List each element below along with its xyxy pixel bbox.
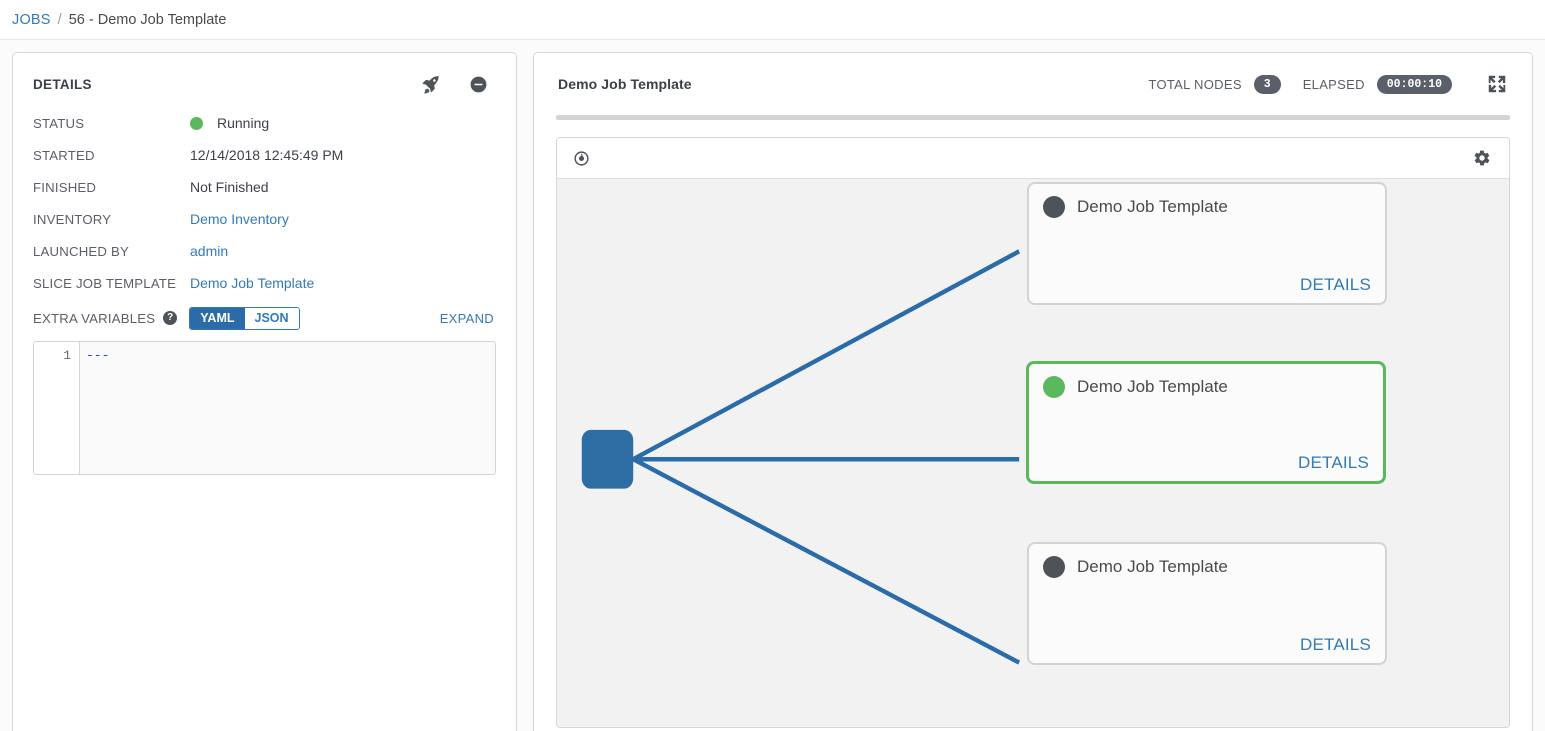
details-row-started: STARTED 12/14/2018 12:45:49 PM: [33, 139, 496, 171]
workflow-node-card[interactable]: Demo Job Template DETAILS: [1026, 361, 1386, 484]
format-toggle[interactable]: YAML JSON: [189, 306, 300, 330]
workflow-meta: TOTAL NODES 3 ELAPSED 00:00:10: [1148, 73, 1508, 95]
node-status-dot: [1043, 376, 1065, 398]
node-header: Demo Job Template: [1043, 556, 1371, 578]
details-link-inventory[interactable]: Demo Inventory: [190, 211, 289, 227]
page-body: DETAILS STATUS: [0, 40, 1545, 731]
workflow-graph-canvas[interactable]: Demo Job Template DETAILS Demo Job Templ…: [557, 179, 1509, 727]
extra-variables-editor[interactable]: 1 ---: [33, 341, 496, 475]
details-label-slice-job-template: SLICE JOB TEMPLATE: [33, 275, 177, 291]
details-value-started: 12/14/2018 12:45:49 PM: [190, 147, 344, 163]
details-panel: DETAILS STATUS: [12, 52, 517, 731]
details-title: DETAILS: [33, 76, 92, 92]
node-status-dot: [1043, 556, 1065, 578]
workflow-title: Demo Job Template: [558, 76, 692, 92]
expand-arrows-icon[interactable]: [1486, 73, 1508, 95]
extra-variables-label: EXTRA VARIABLES: [33, 310, 156, 326]
minus-circle-icon[interactable]: [469, 75, 488, 94]
editor-gutter: 1: [34, 342, 80, 474]
details-row-inventory: INVENTORY Demo Inventory: [33, 203, 496, 235]
workflow-graph-container: Demo Job Template DETAILS Demo Job Templ…: [556, 137, 1510, 728]
breadcrumb-separator: /: [57, 11, 62, 28]
details-label-status: STATUS: [33, 115, 85, 131]
details-value-finished: Not Finished: [190, 179, 269, 195]
status-dot: [190, 116, 203, 130]
workflow-progress-bar: [556, 115, 1510, 120]
status-text: Running: [217, 115, 270, 131]
compass-icon[interactable]: [573, 150, 590, 167]
details-link-slice-job-template[interactable]: Demo Job Template: [190, 275, 315, 291]
breadcrumb-current: 56 - Demo Job Template: [68, 11, 227, 28]
node-header: Demo Job Template: [1043, 196, 1371, 218]
details-row-finished: FINISHED Not Finished: [33, 171, 496, 203]
graph-toolbar: [557, 138, 1509, 179]
breadcrumb-link-jobs[interactable]: JOBS: [12, 11, 51, 28]
details-row-slice-job-template: SLICE JOB TEMPLATE Demo Job Template: [33, 267, 496, 299]
expand-link[interactable]: EXPAND: [439, 310, 494, 326]
breadcrumb: JOBS / 56 - Demo Job Template: [0, 0, 1545, 40]
extra-variables-row: EXTRA VARIABLES ? YAML JSON EXPAND: [33, 301, 496, 335]
node-details-link[interactable]: DETAILS: [1300, 275, 1371, 294]
workflow-node-card[interactable]: Demo Job Template DETAILS: [1027, 182, 1387, 305]
workflow-header: Demo Job Template TOTAL NODES 3 ELAPSED …: [534, 53, 1532, 115]
toggle-yaml[interactable]: YAML: [190, 307, 245, 329]
toggle-json[interactable]: JSON: [244, 307, 299, 329]
node-details-link[interactable]: DETAILS: [1300, 635, 1371, 654]
elapsed-label: ELAPSED: [1302, 76, 1365, 92]
details-row-launched-by: LAUNCHED BY admin: [33, 235, 496, 267]
workflow-panel: Demo Job Template TOTAL NODES 3 ELAPSED …: [533, 52, 1533, 731]
node-title: Demo Job Template: [1077, 557, 1228, 576]
workflow-link-3: [632, 457, 1020, 665]
total-nodes-badge: 3: [1253, 74, 1281, 94]
elapsed-badge: 00:00:10: [1376, 74, 1452, 94]
details-label-started: STARTED: [33, 147, 95, 163]
gear-icon[interactable]: [1473, 149, 1491, 167]
node-status-dot: [1043, 196, 1065, 218]
workflow-link-1: [632, 249, 1020, 462]
total-nodes-label: TOTAL NODES: [1148, 76, 1242, 92]
workflow-links-svg: [581, 249, 1020, 665]
details-link-launched-by[interactable]: admin: [190, 243, 229, 259]
details-value-status: Running: [190, 115, 269, 131]
details-actions: [420, 74, 496, 95]
node-header: Demo Job Template: [1043, 376, 1369, 398]
details-label-launched-by: LAUNCHED BY: [33, 243, 129, 259]
editor-code[interactable]: ---: [86, 348, 110, 363]
details-row-status: STATUS Running: [33, 107, 496, 139]
details-label-inventory: INVENTORY: [33, 211, 112, 227]
workflow-node-card[interactable]: Demo Job Template DETAILS: [1027, 542, 1387, 665]
help-icon[interactable]: ?: [163, 311, 178, 325]
details-label-finished: FINISHED: [33, 179, 97, 195]
node-title: Demo Job Template: [1077, 197, 1228, 216]
workflow-start-node[interactable]: [581, 429, 634, 489]
node-title: Demo Job Template: [1077, 377, 1228, 396]
rocket-icon[interactable]: [420, 74, 441, 95]
details-header: DETAILS: [33, 69, 496, 99]
node-details-link[interactable]: DETAILS: [1298, 453, 1369, 472]
details-field-list: STATUS Running STARTED 12/14/2018 12:45:…: [33, 107, 496, 299]
